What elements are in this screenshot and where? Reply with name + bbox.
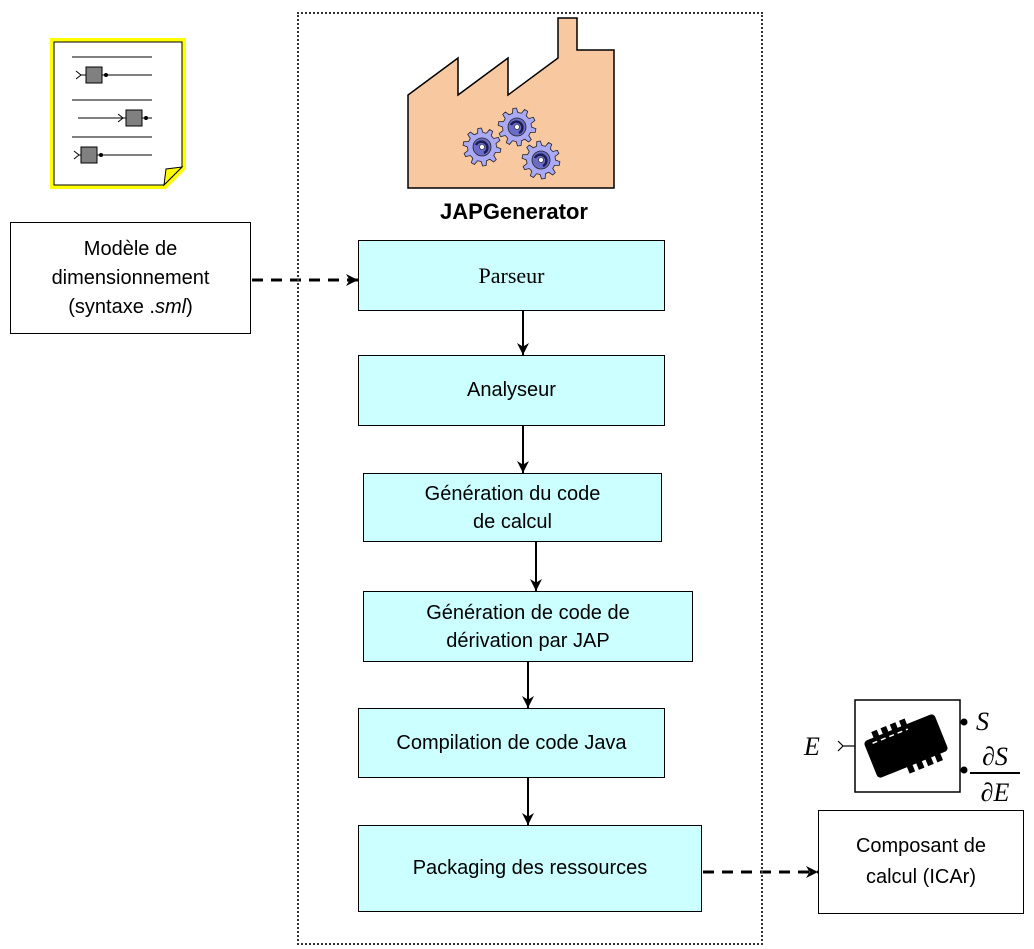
derivative-denominator: ∂E	[981, 778, 1010, 807]
step-code-generation: Génération du code de calcul	[363, 473, 662, 542]
syntax-extension: sml	[154, 295, 187, 318]
input-model-line: (syntaxe .sml)	[68, 293, 192, 322]
gear-icon	[462, 127, 502, 167]
document-icon	[50, 38, 186, 189]
step-label: Génération de code de	[426, 601, 630, 624]
syntax-suffix: )	[186, 295, 193, 318]
step-label: Analyseur	[467, 379, 556, 401]
gear-icon	[521, 140, 561, 180]
input-model-line: Modèle de	[83, 237, 178, 260]
step-label: Compilation de code Java	[396, 731, 627, 754]
step-label: Parseur	[478, 263, 545, 288]
step-label: Packaging des ressources	[412, 857, 648, 879]
step-label: dérivation par JAP	[446, 629, 610, 652]
gear-icon	[497, 107, 537, 147]
step-parser: Parseur	[358, 240, 665, 311]
chip-icon	[837, 699, 1020, 793]
output-component-box: Composant de calcul (ICAr)	[818, 810, 1024, 914]
factory-icon	[407, 17, 615, 189]
output-variable-label: S	[976, 707, 989, 736]
output-component-line: Composant de	[855, 835, 987, 857]
input-variable-label: E	[803, 732, 820, 761]
step-analyzer: Analyseur	[358, 355, 665, 426]
generator-frame	[297, 12, 763, 945]
step-label: Génération du code	[424, 482, 601, 505]
syntax-prefix: (syntaxe .	[68, 295, 155, 318]
generator-title: JAPGenerator	[440, 199, 588, 224]
step-packaging: Packaging des ressources	[358, 825, 702, 912]
input-model-box: Modèle de dimensionnement (syntaxe .sml)	[10, 222, 251, 334]
step-derivation-generation: Génération de code de dérivation par JAP	[363, 591, 693, 662]
input-model-line: dimensionnement	[51, 266, 210, 289]
step-label: de calcul	[473, 510, 552, 533]
output-component-line: calcul (ICAr)	[865, 866, 976, 888]
step-java-compilation: Compilation de code Java	[358, 708, 665, 778]
derivative-numerator: ∂S	[982, 742, 1008, 771]
